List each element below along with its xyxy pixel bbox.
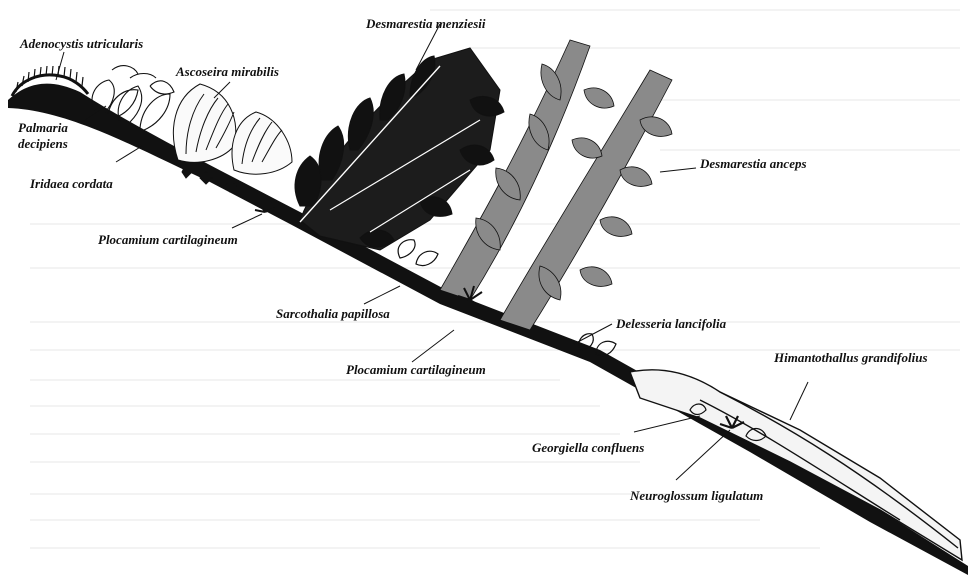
label-palmaria-line2: decipiens [18,136,68,151]
label-plocamium-upper: Plocamium cartilagineum [98,232,238,247]
ascoseira-clump [173,84,292,192]
label-himantothallus: Himantothallus grandifolius [774,350,928,365]
label-desmarestia-menziesii: Desmarestia menziesii [366,16,486,31]
label-desmarestia-anceps: Desmarestia anceps [700,156,807,171]
label-delesseria: Delesseria lancifolia [616,316,726,331]
label-sarcothalia: Sarcothalia papillosa [276,306,390,321]
label-adenocystis: Adenocystis utricularis [20,36,143,51]
label-palmaria-line1: Palmaria [18,120,68,135]
label-georgiella: Georgiella confluens [532,440,644,455]
desmarestia-menziesii-plant [295,48,504,250]
label-ascoseira: Ascoseira mirabilis [176,64,279,79]
label-neuroglossum: Neuroglossum ligulatum [630,488,763,503]
label-iridaea: Iridaea cordata [30,176,113,191]
label-plocamium-lower: Plocamium cartilagineum [346,362,486,377]
